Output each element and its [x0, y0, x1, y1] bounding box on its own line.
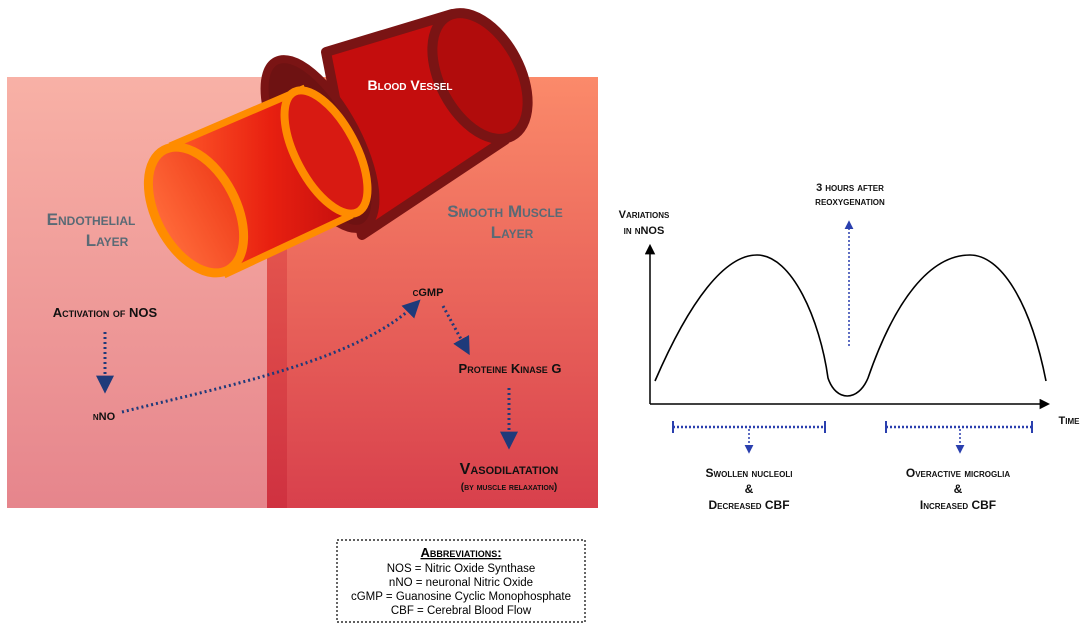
right-effect-line2: & — [954, 482, 963, 496]
right-effect-line1: Overactive microglia — [906, 466, 1010, 480]
abbreviation-item: cGMP = Guanosine Cyclic Monophosphate — [351, 591, 571, 603]
vasodilatation-label: Vasodilatation — [460, 461, 559, 478]
proteine-kinase-g-label: Proteine Kinase G — [459, 361, 562, 376]
x-axis-label: Time — [1059, 415, 1081, 427]
blood-vessel-label: Blood Vessel — [367, 77, 452, 93]
y-axis-label-line1: Variations — [619, 209, 670, 221]
activation-of-nos-label: Activation of NOS — [53, 305, 158, 320]
cgmp-label: cGMP — [413, 287, 444, 299]
abbreviation-item: NOS = Nitric Oxide Synthase — [387, 563, 536, 575]
arrow-cgmp-to-pkg — [441, 305, 470, 356]
endothelial-layer-label-line1: Endothelial — [47, 210, 136, 229]
abbreviations-title: Abbreviations: — [420, 545, 501, 560]
smooth-muscle-layer-label-line1: Smooth Muscle — [447, 202, 563, 221]
left-effect-line3: Decreased CBF — [708, 498, 789, 512]
y-axis-label-line2: in nNOS — [624, 225, 665, 237]
abbreviation-item: nNO = neuronal Nitric Oxide — [389, 577, 533, 589]
pathway-arrows — [96, 299, 518, 450]
smooth-muscle-layer-label-line2: Layer — [491, 223, 534, 242]
abbreviation-item: CBF = Cerebral Blood Flow — [391, 605, 532, 617]
left-interval — [672, 421, 826, 454]
nnos-graph: Variations in nNOS Time 3 hours after re… — [619, 182, 1081, 512]
right-effect-line3: Increased CBF — [920, 498, 996, 512]
right-interval — [885, 421, 1033, 454]
annotation-line2: reoxygenation — [815, 196, 885, 208]
nno-label: nNO — [93, 411, 116, 423]
nnos-curve — [654, 254, 1047, 397]
endothelial-layer-label-line2: Layer — [86, 231, 129, 250]
left-effect-line2: & — [745, 482, 754, 496]
vasodilatation-sublabel: (by muscle relaxation) — [461, 482, 557, 493]
abbreviations-box: Abbreviations: NOS = Nitric Oxide Syntha… — [336, 539, 586, 623]
left-effect-line1: Swollen nucleoli — [706, 466, 793, 480]
annotation-line1: 3 hours after — [816, 182, 884, 194]
blood-vessel: Blood Vessel — [143, 8, 533, 279]
